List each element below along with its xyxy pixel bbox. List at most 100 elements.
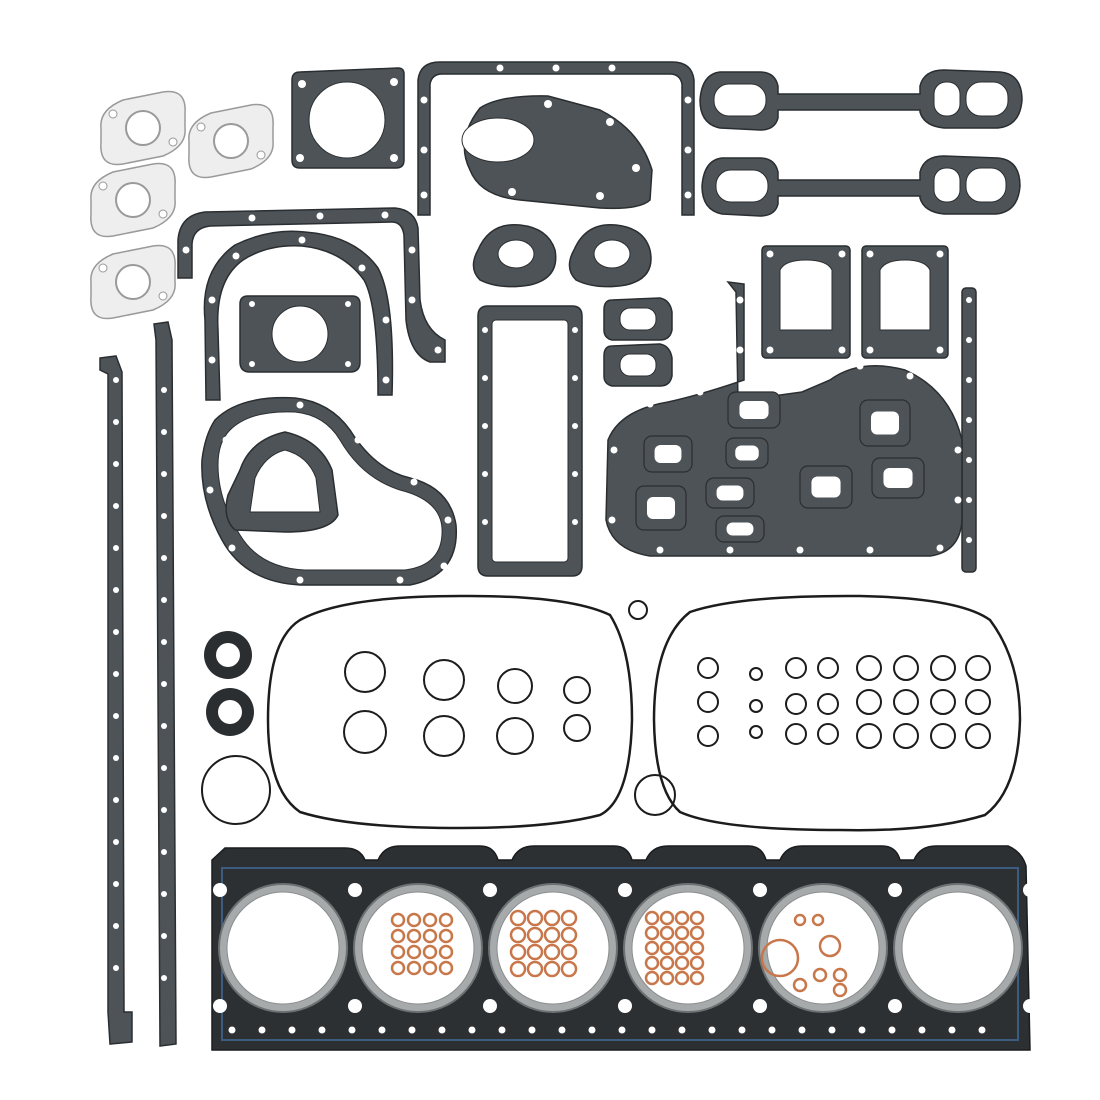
bolt-hole [113,503,119,509]
copper-washer [543,909,561,927]
head-small-hole [378,1026,386,1034]
small-oring [563,714,591,742]
exhaust-gasket-bolt-hole [98,263,108,273]
head-small-hole [798,1026,806,1034]
bolt-hole [396,576,404,584]
tiny-oring [628,600,648,620]
cylinder-bore-5 [766,891,880,1005]
large-oring-oval-right [652,594,1022,832]
bolt-hole [444,516,452,524]
bolt-hole [482,375,488,381]
intake-port-1a [713,83,767,117]
mini-flange-gasket-8-opening [811,476,841,498]
bolt-hole [766,250,774,258]
rectangular-frame-opening [491,319,569,563]
head-small-hole [588,1026,596,1034]
bolt-hole [596,192,604,200]
bolt-hole [228,544,236,552]
exhaust-gasket-bolt-hole [256,150,266,160]
small-oring [893,723,919,749]
head-small-hole [918,1026,926,1034]
copper-washer [812,967,828,983]
small-oring [965,689,991,715]
intake-port-2a [715,169,769,203]
bolt-hole [161,891,167,897]
head-water-hole [1035,943,1045,953]
copper-washer [509,960,527,978]
shaft-seal-group [204,631,254,736]
bolt-hole [572,423,578,429]
bolt-hole [482,327,488,333]
bolt-hole [161,429,167,435]
copper-washer [422,944,438,960]
bolt-hole [954,446,962,454]
small-oring [856,655,882,681]
head-small-hole [618,1026,626,1034]
shaft-seal-2-bore [218,700,242,724]
head-bolt-hole [483,999,497,1013]
bolt-hole [161,639,167,645]
bolt-hole [113,755,119,761]
mini-flange-gasket-5-opening [647,497,675,519]
mini-flange-gasket-6-opening [726,522,754,536]
copper-washer [689,940,705,956]
bolt-hole [408,246,416,254]
bolt-hole [866,250,874,258]
bolt-hole [966,497,972,503]
bolt-hole [572,327,578,333]
head-small-hole [318,1026,326,1034]
cylinder-bore-6 [901,891,1015,1005]
bolt-hole [856,362,864,370]
head-small-hole [828,1026,836,1034]
bolt-hole [632,164,640,172]
head-bolt-hole [483,883,497,897]
head-small-hole [408,1026,416,1034]
small-oring [930,655,956,681]
head-small-hole [708,1026,716,1034]
bolt-hole [296,576,304,584]
bolt-hole [113,923,119,929]
copper-washer [792,977,808,993]
bolt-hole [572,471,578,477]
bolt-hole [966,417,972,423]
bolt-hole [420,146,428,154]
copper-washer [659,940,675,956]
small-oring [785,693,807,715]
copper-washer [674,955,690,971]
medium-oring [634,774,676,816]
flat-gasket-group [177,61,1023,586]
bolt-hole [936,544,944,552]
mini-flange-gasket-7-opening [871,411,899,435]
copper-washer [509,943,527,961]
oval-flange-gasket-1-bore [497,239,535,269]
copper-washer [644,970,660,986]
copper-washer [438,912,454,928]
head-bolt-hole [348,883,362,897]
bolt-hole [382,376,390,384]
oring-group [266,594,1022,832]
small-oring [856,689,882,715]
copper-washer [560,943,578,961]
bolt-hole [113,419,119,425]
copper-washer [406,928,422,944]
copper-washer [422,928,438,944]
intake-port-1c [965,81,1009,117]
exhaust-gasket-bore-3 [115,182,151,218]
small-oring [930,723,956,749]
square-valve-gasket-2-opening [879,259,931,331]
head-bolt-hole [753,883,767,897]
small-oring [697,725,719,747]
bolt-hole [113,587,119,593]
cylinder-head-gasket-inner [221,867,1019,1041]
bolt-hole [161,681,167,687]
copper-washer [689,910,705,926]
head-small-hole [978,1026,986,1034]
head-small-hole [678,1026,686,1034]
bolt-hole [206,486,214,494]
bolt-hole [646,400,654,408]
bolt-hole [113,461,119,467]
bolt-hole [410,478,418,486]
exhaust-gasket-bore-2 [213,123,249,159]
